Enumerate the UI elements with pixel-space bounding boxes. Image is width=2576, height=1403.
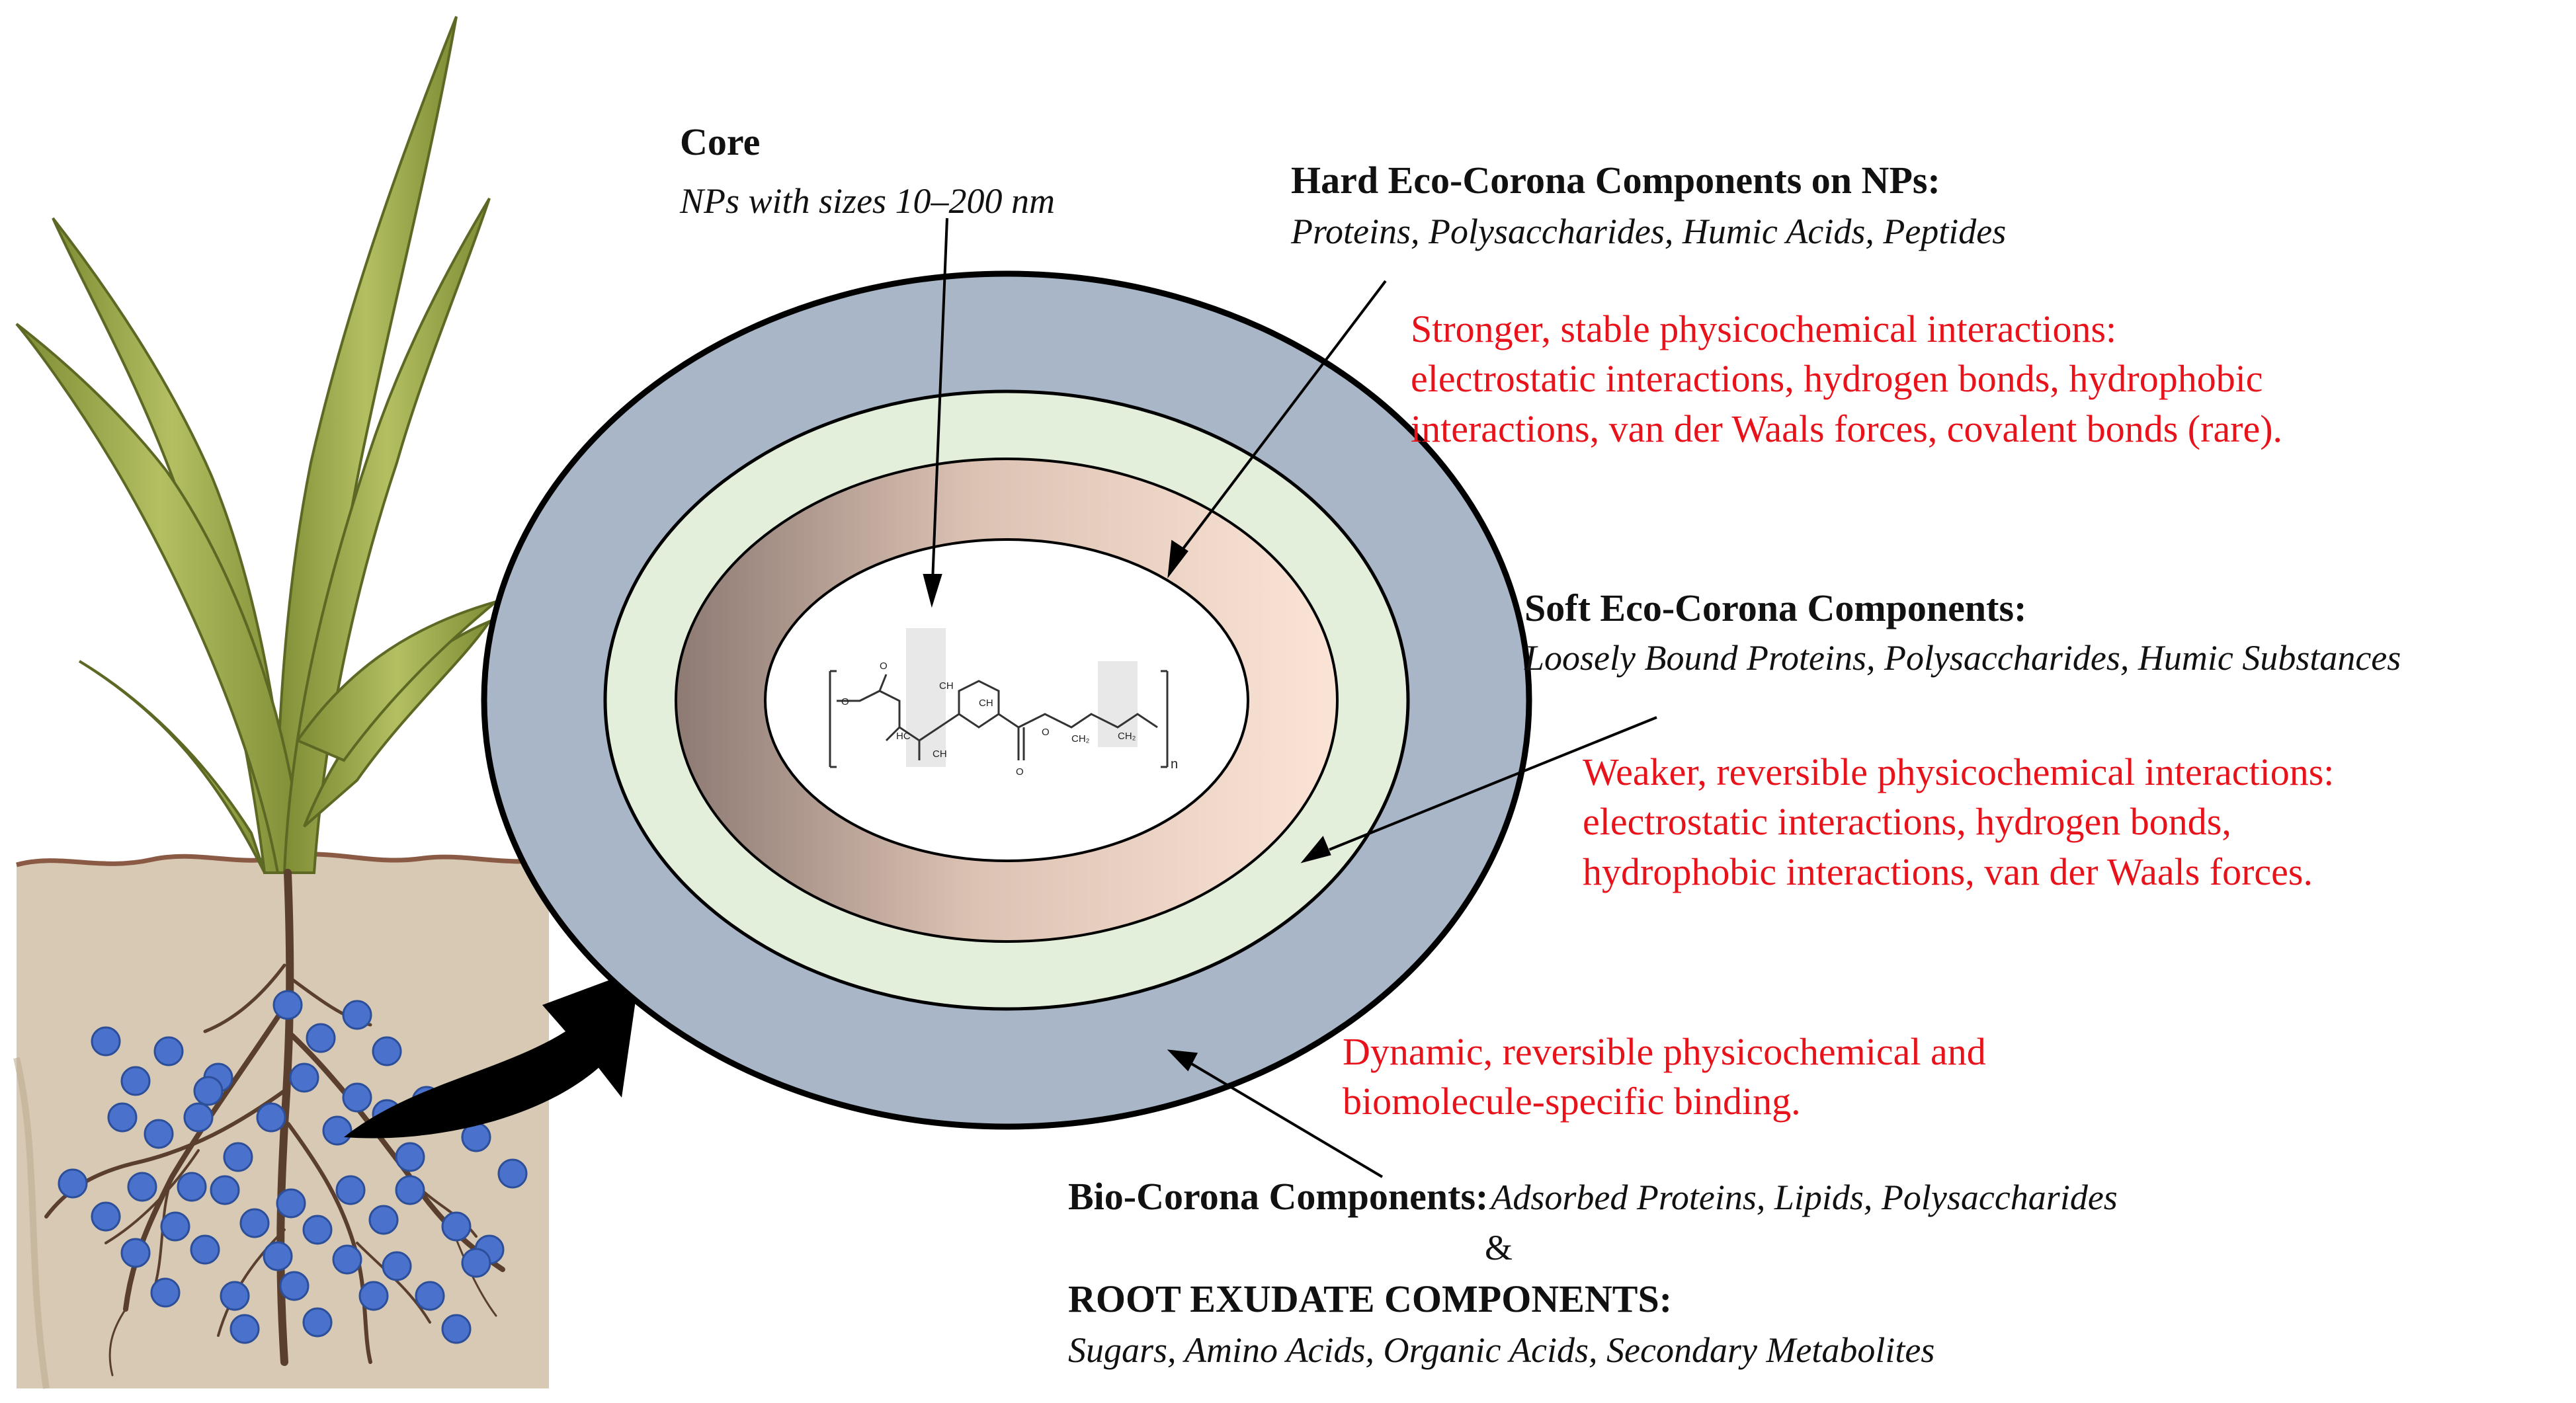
- struct-label-n: n: [1171, 757, 1178, 772]
- bio-corona-interactions: Dynamic, reversible physicochemical and …: [1343, 1027, 1986, 1127]
- nanoparticle-dot: [382, 1251, 412, 1281]
- nanoparticle-dot: [461, 1248, 491, 1278]
- hard-corona-interaction-line-3: interactions, van der Waals forces, cova…: [1411, 407, 2283, 450]
- nanoparticle-dot: [342, 1082, 372, 1113]
- soft-corona-components: Loosely Bound Proteins, Polysaccharides,…: [1524, 638, 2401, 678]
- struct-label-hc: HC: [896, 731, 911, 742]
- bio-corona-line: Bio-Corona Components: Adsorbed Proteins…: [1068, 1174, 2118, 1221]
- nanoparticle-dot: [183, 1102, 214, 1133]
- hard-corona-interaction-line-2: electrostatic interactions, hydrogen bon…: [1411, 357, 2263, 401]
- plant-leaves: [15, 16, 497, 874]
- nanoparticle-dot: [302, 1215, 333, 1245]
- nanoparticle-dot: [223, 1142, 253, 1172]
- nanoparticle-dot: [368, 1205, 399, 1235]
- hard-corona-components: Proteins, Polysaccharides, Humic Acids, …: [1291, 212, 2007, 251]
- nanoparticle-dot: [279, 1271, 310, 1301]
- nanoparticle-dot: [306, 1023, 336, 1053]
- nanoparticle-dot: [441, 1211, 472, 1242]
- nanoparticle-dot: [160, 1211, 190, 1242]
- soft-corona-title: Soft Eco-Corona Components:: [1524, 586, 2027, 629]
- nanoparticle-dot: [58, 1168, 88, 1199]
- soft-corona-interaction-line-3: hydrophobic interactions, van der Waals …: [1583, 850, 2313, 893]
- bio-corona-components: Adsorbed Proteins, Lipids, Polysaccharid…: [1491, 1178, 2118, 1217]
- struct-label-o-b: O: [880, 661, 888, 672]
- struct-label-ch2-b: CH₂: [1118, 731, 1136, 742]
- bio-corona-ampersand: &: [1485, 1228, 1513, 1267]
- nanoparticle-dot: [144, 1119, 174, 1149]
- struct-label-ch-c: CH: [933, 748, 947, 760]
- nanoparticle-dot: [190, 1234, 220, 1265]
- nanoparticle-dot: [335, 1175, 366, 1205]
- pointer-arrow: [344, 969, 640, 1139]
- nanoparticle-dot: [91, 1026, 121, 1057]
- nanoparticle-dot: [302, 1307, 333, 1338]
- hard-corona-interaction-line-1: Stronger, stable physicochemical interac…: [1411, 307, 2117, 350]
- struct-label-o-a: O: [841, 696, 849, 707]
- nanoparticle-dot: [120, 1238, 151, 1268]
- struct-label-ch2-a: CH₂: [1071, 733, 1090, 744]
- nanoparticle-dot: [150, 1277, 181, 1308]
- root-exudate-title: ROOT EXUDATE COMPONENTS:: [1068, 1277, 1673, 1320]
- leader-arrows: [923, 218, 1657, 1178]
- soft-corona-interactions: Weaker, reversible physicochemical inter…: [1583, 747, 2334, 897]
- nanoparticle-dot: [229, 1314, 260, 1344]
- nanoparticle-dot: [220, 1281, 250, 1311]
- nanoparticle-dot: [322, 1115, 353, 1146]
- struct-label-o-c: O: [1016, 766, 1024, 778]
- soft-corona-interaction-line-2: electrostatic interactions, hydrogen bon…: [1583, 800, 2231, 844]
- nanoparticle-dot: [177, 1172, 207, 1202]
- nanoparticle-dot: [256, 1102, 286, 1133]
- core-particle: [764, 538, 1249, 862]
- nanoparticle-dot: [272, 990, 303, 1020]
- nanoparticle-dot: [107, 1102, 138, 1133]
- nanoparticle-dot: [276, 1188, 306, 1219]
- nanoparticle-dot: [441, 1314, 472, 1344]
- nanoparticle-dot: [289, 1062, 319, 1093]
- core-title: Core: [680, 120, 761, 163]
- bio-corona-title: Bio-Corona Components:: [1068, 1175, 1489, 1218]
- bio-corona-interaction-line-1: Dynamic, reversible physicochemical and: [1343, 1030, 1986, 1073]
- nanoparticle-dot: [263, 1241, 293, 1271]
- nanoparticle-dot: [153, 1036, 184, 1066]
- chemical-structure-labels: O O CH CH HC CH O O CH₂ CH₂ n: [841, 661, 1178, 778]
- core-subtitle: NPs with sizes 10–200 nm: [680, 181, 1056, 221]
- struct-label-o-d: O: [1042, 727, 1050, 738]
- root-exudate-components: Sugars, Amino Acids, Organic Acids, Seco…: [1068, 1330, 1935, 1370]
- chemical-structure: [829, 628, 1169, 768]
- nanoparticle-dot: [210, 1175, 240, 1205]
- bio-corona-interaction-line-2: biomolecule-specific binding.: [1343, 1080, 1801, 1123]
- nanoparticle-dot: [415, 1281, 445, 1311]
- nanoparticle-dot: [497, 1158, 528, 1189]
- nanoparticle-dot: [395, 1175, 425, 1205]
- nanoparticle-dot: [91, 1201, 121, 1232]
- nanoparticle-dot: [395, 1142, 425, 1172]
- nanoparticle-dot: [332, 1244, 362, 1275]
- nanoparticle-dot: [239, 1208, 270, 1238]
- nanoparticle-dot: [342, 1000, 372, 1030]
- nanoparticle-dot: [127, 1172, 157, 1202]
- struct-label-ch-a: CH: [939, 680, 954, 692]
- hard-corona-interactions: Stronger, stable physicochemical interac…: [1411, 304, 2282, 454]
- corona-rings: [481, 270, 1532, 1130]
- nanoparticle-dot: [120, 1066, 151, 1096]
- nanoparticle-dot: [372, 1036, 402, 1066]
- soft-corona-interaction-line-1: Weaker, reversible physicochemical inter…: [1583, 750, 2335, 793]
- nanoparticle-dot: [358, 1281, 389, 1311]
- struct-label-ch-b: CH: [979, 698, 993, 709]
- nanoparticle-dot: [193, 1076, 224, 1106]
- hard-corona-title: Hard Eco-Corona Components on NPs:: [1291, 159, 1940, 202]
- nanoparticles: [58, 990, 528, 1344]
